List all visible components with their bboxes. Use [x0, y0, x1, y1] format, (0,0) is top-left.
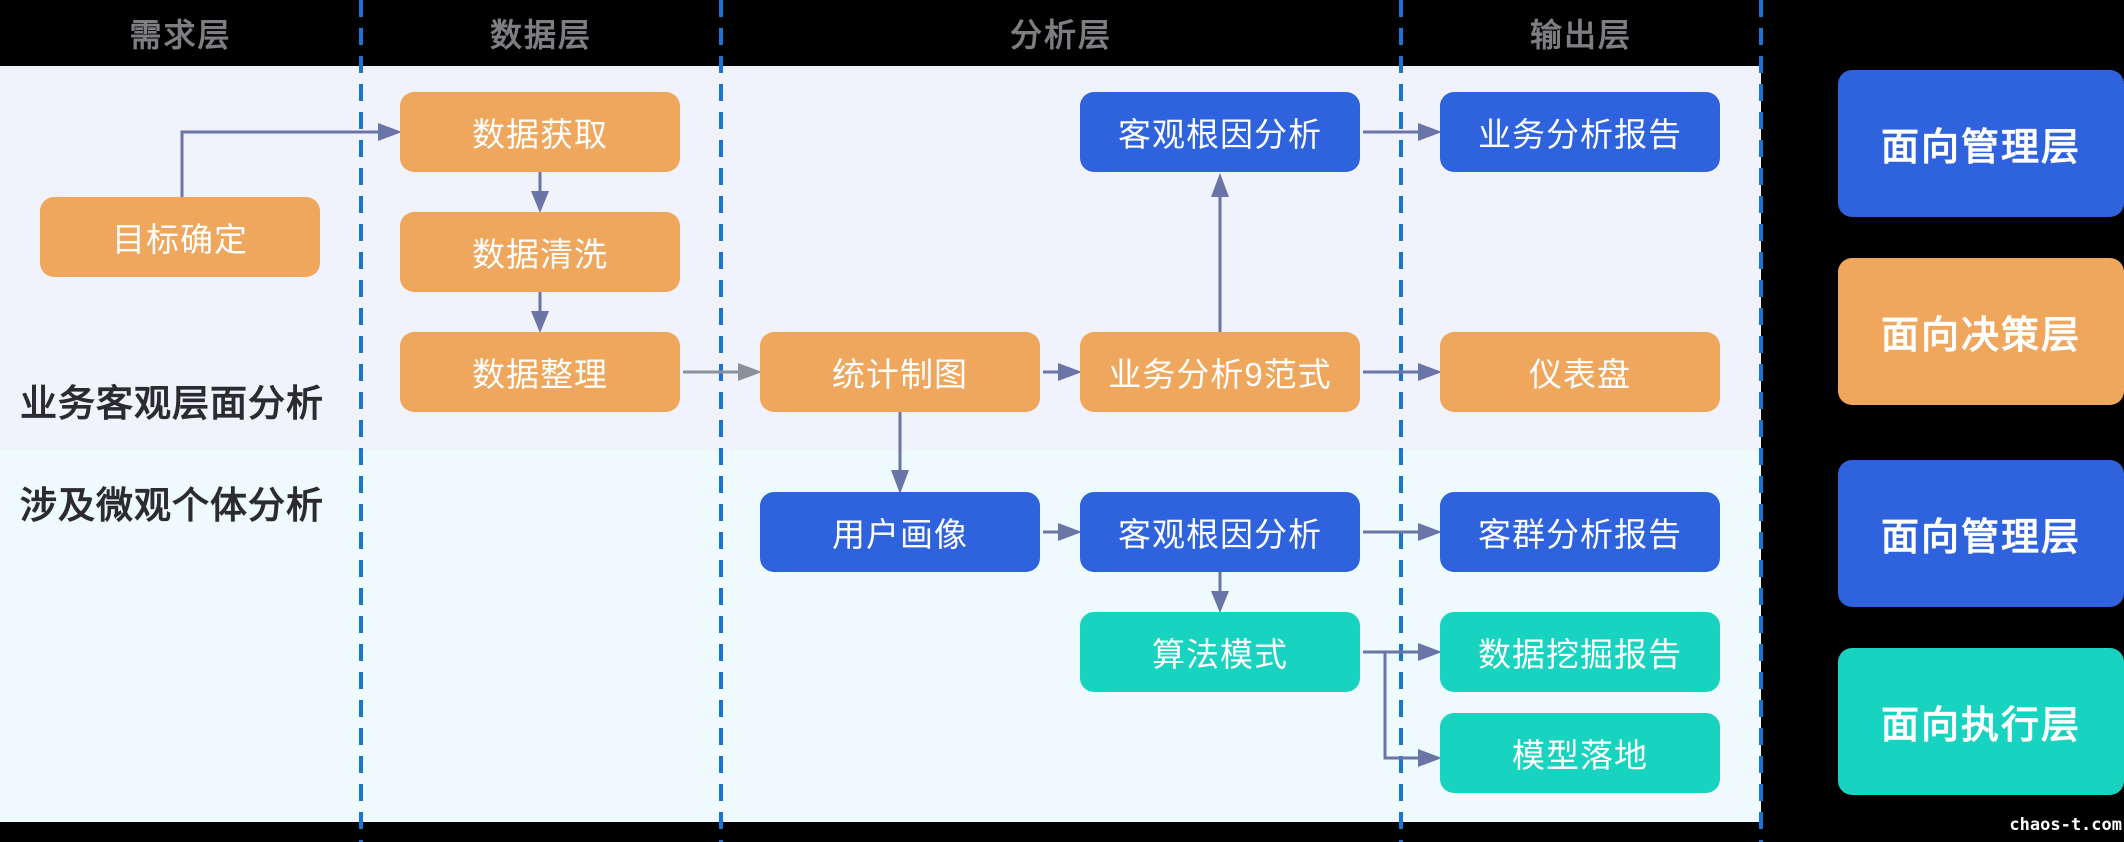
- column-header-data-layer: 数据层: [489, 17, 592, 53]
- node-user-persona: 用户画像: [760, 492, 1040, 572]
- column-header-analysis-layer: 分析层: [1009, 17, 1112, 53]
- row-label-business-objective-analysis: 业务客观层面分析: [20, 383, 324, 424]
- audience-box-management-1: 面向管理层: [1838, 70, 2124, 217]
- watermark-text: chaos-t.com: [2009, 815, 2122, 835]
- node-business-analysis-report: 业务分析报告: [1440, 92, 1720, 172]
- node-data-acquisition: 数据获取: [400, 92, 680, 172]
- audience-box-decision-makers: 面向决策层: [1838, 258, 2124, 405]
- node-data-cleaning: 数据清洗: [400, 212, 680, 292]
- node-goal-definition: 目标确定: [40, 197, 320, 277]
- node-objective-root-cause-analysis-bottom: 客观根因分析: [1080, 492, 1360, 572]
- row-label-micro-individual-analysis: 涉及微观个体分析: [20, 485, 324, 526]
- node-model-deployment: 模型落地: [1440, 713, 1720, 793]
- node-algorithm-mode: 算法模式: [1080, 612, 1360, 692]
- audience-box-management-2: 面向管理层: [1838, 460, 2124, 607]
- node-objective-root-cause-analysis-top: 客观根因分析: [1080, 92, 1360, 172]
- node-data-mining-report: 数据挖掘报告: [1440, 612, 1720, 692]
- node-customer-group-analysis-report: 客群分析报告: [1440, 492, 1720, 572]
- audience-box-executors: 面向执行层: [1838, 648, 2124, 795]
- node-dashboard: 仪表盘: [1440, 332, 1720, 412]
- column-header-output-layer: 输出层: [1529, 17, 1632, 53]
- node-statistical-charting: 统计制图: [760, 332, 1040, 412]
- node-business-analysis-9-paradigms: 业务分析9范式: [1080, 332, 1360, 412]
- column-header-requirements-layer: 需求层: [129, 17, 232, 53]
- node-data-organizing: 数据整理: [400, 332, 680, 412]
